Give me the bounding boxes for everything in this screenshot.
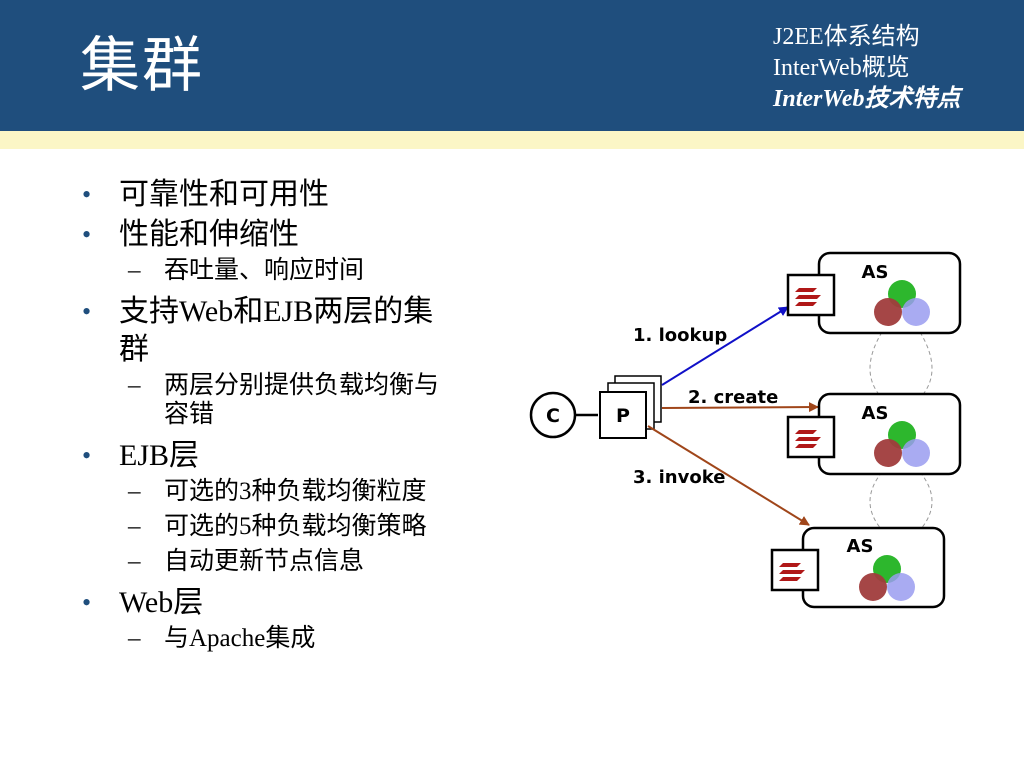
app-server-node[interactable]: AS xyxy=(770,526,946,609)
sub-bullet-item: – 自动更新节点信息 xyxy=(82,547,502,576)
invoke-label: 3. invoke xyxy=(633,467,725,488)
sub-bullet-text: 可选的3种负载均衡粒度 xyxy=(164,478,427,505)
stub-bar xyxy=(795,430,817,434)
sub-bullet-text: 与Apache集成 xyxy=(164,625,316,652)
stub-bar xyxy=(795,288,817,292)
sub-bullet-item: – 可选的3种负载均衡粒度 xyxy=(82,477,502,506)
app-server-label: AS xyxy=(862,403,889,424)
sub-bullet-dash: – xyxy=(128,372,141,399)
stub-bar xyxy=(795,444,817,448)
sub-bullet-dash: – xyxy=(128,478,141,505)
nav-item-features[interactable]: InterWeb技术特点 xyxy=(773,86,961,112)
bullet-dot: • xyxy=(82,588,92,617)
app-server-label: AS xyxy=(847,536,874,557)
bullet-text: 性能和伸缩性 xyxy=(119,218,299,251)
header-stripe xyxy=(0,131,1024,149)
app-server-node[interactable]: AS xyxy=(786,251,962,335)
sub-bullet-dash: – xyxy=(128,257,141,284)
bullet-item: • Web层 xyxy=(82,584,502,622)
cluster-diagram-svg: C P 1. lookup 2. create 3. invoke xyxy=(529,251,962,609)
bullet-text: EJB层 xyxy=(119,439,200,472)
proxy-node[interactable]: P xyxy=(599,375,662,439)
cluster-link xyxy=(919,471,933,531)
sub-bullet-item: – 吞吐量、响应时间 xyxy=(82,256,502,285)
bullet-item: • 可靠性和可用性 xyxy=(82,176,502,214)
stub-bar xyxy=(795,302,817,306)
client-node[interactable]: C xyxy=(529,391,577,439)
client-label: C xyxy=(546,405,560,427)
stub-icon xyxy=(795,288,821,306)
cluster-link xyxy=(869,471,883,531)
invoke-arrow xyxy=(647,425,810,526)
section-nav: J2EE体系结构 InterWeb概览 InterWeb技术特点 xyxy=(773,22,1018,115)
component-blue xyxy=(902,298,930,326)
cluster-link xyxy=(869,331,883,399)
cluster-diagram: C P 1. lookup 2. create 3. invoke xyxy=(520,240,990,620)
bullet-dot: • xyxy=(82,441,92,470)
sub-bullet-text: 吞吐量、响应时间 xyxy=(164,257,365,284)
nav-item-j2ee[interactable]: J2EE体系结构 xyxy=(773,24,920,50)
bullet-dot: • xyxy=(82,297,92,326)
bullet-item: • 支持Web和EJB两层的集群 xyxy=(82,293,502,369)
bullet-text: Web层 xyxy=(119,586,204,619)
bullet-item: • 性能和伸缩性 xyxy=(82,216,502,254)
proxy-box xyxy=(599,391,647,439)
bullet-dot: • xyxy=(82,180,92,209)
create-label: 2. create xyxy=(688,387,778,408)
component-blue xyxy=(887,573,915,601)
sub-bullet-text: 可选的5种负载均衡策略 xyxy=(164,513,427,540)
create-arrow xyxy=(661,402,819,413)
lookup-label: 1. lookup xyxy=(633,325,727,346)
cluster-link xyxy=(919,331,933,399)
lookup-arrow xyxy=(661,306,789,386)
sub-bullet-text: 自动更新节点信息 xyxy=(164,548,365,575)
bullet-dot: • xyxy=(82,220,92,249)
component-red xyxy=(874,439,902,467)
proxy-label: P xyxy=(616,405,630,427)
stub-bar xyxy=(795,437,821,441)
stub-bar xyxy=(795,295,821,299)
sub-bullet-item: – 两层分别提供负载均衡与容错 xyxy=(82,371,502,429)
bullet-item: • EJB层 xyxy=(82,437,502,475)
stub-icon xyxy=(795,430,821,448)
stub-bar xyxy=(779,577,801,581)
sub-bullet-text: 两层分别提供负载均衡与容错 xyxy=(164,372,440,428)
sub-bullet-item: – 可选的5种负载均衡策略 xyxy=(82,512,502,541)
sub-bullet-dash: – xyxy=(128,513,141,540)
stub-bar xyxy=(779,563,801,567)
component-red xyxy=(874,298,902,326)
stub-bar xyxy=(779,570,805,574)
header-bar xyxy=(0,0,1024,131)
component-blue xyxy=(902,439,930,467)
sub-bullet-item: – 与Apache集成 xyxy=(82,624,502,653)
component-red xyxy=(859,573,887,601)
sub-bullet-dash: – xyxy=(128,548,141,575)
bullet-list: • 可靠性和可用性 • 性能和伸缩性 – 吞吐量、响应时间 • 支持Web和EJ… xyxy=(82,176,502,659)
bullet-text: 支持Web和EJB两层的集群 xyxy=(119,295,434,366)
nav-item-overview[interactable]: InterWeb概览 xyxy=(773,55,910,81)
app-server-label: AS xyxy=(862,262,889,283)
bullet-text: 可靠性和可用性 xyxy=(119,178,329,211)
app-server-node[interactable]: AS xyxy=(786,392,962,476)
sub-bullet-dash: – xyxy=(128,625,141,652)
page-title: 集群 xyxy=(80,31,204,101)
stub-icon xyxy=(779,563,805,581)
